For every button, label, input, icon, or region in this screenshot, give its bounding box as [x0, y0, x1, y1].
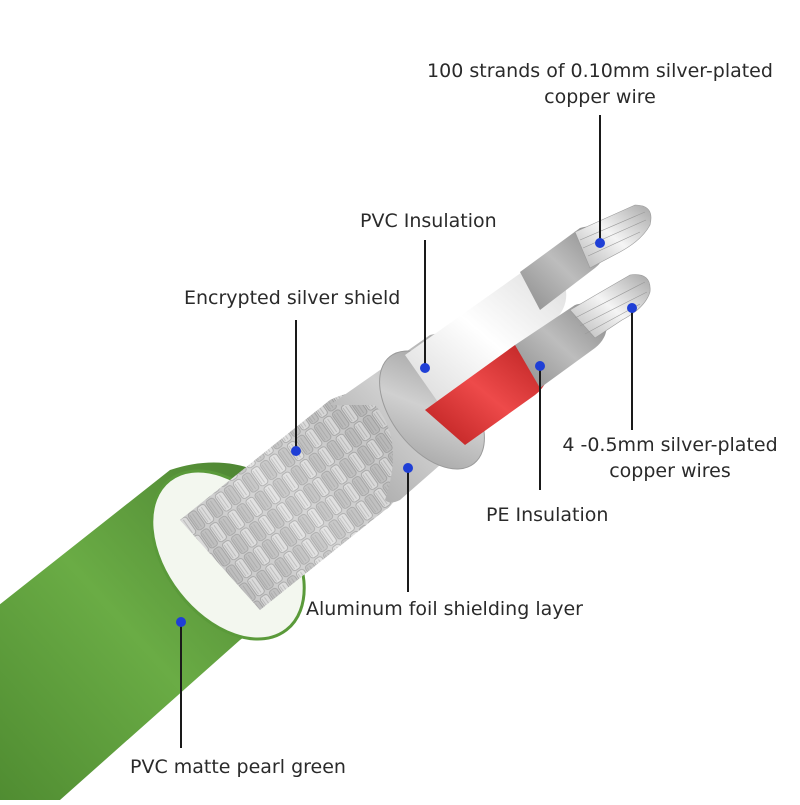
label-pvc-insulation: PVC Insulation: [360, 210, 497, 232]
label-pe-insulation: PE Insulation: [486, 504, 609, 526]
pointer-dots: [176, 238, 637, 627]
pointer-dot-pe: [535, 361, 545, 371]
pointer-lines: [180, 115, 633, 748]
label-conductor-strands-line2: copper wire: [544, 86, 656, 108]
label-signal-wires-line2: copper wires: [609, 460, 731, 482]
pvc-core: [405, 204, 652, 405]
label-conductor-strands-line1: 100 strands of 0.10mm silver-plated: [427, 60, 773, 82]
pointer-dot-strands: [595, 238, 605, 248]
pointer-dot-wires: [627, 303, 637, 313]
pointer-dot-pvc: [420, 363, 430, 373]
pointer-dot-shield: [291, 446, 301, 456]
pointer-dot-jacket: [176, 617, 186, 627]
label-conductor-strands: 100 strands of 0.10mm silver-plated copp…: [405, 58, 795, 110]
pointer-dot-foil: [403, 463, 413, 473]
label-foil-layer: Aluminum foil shielding layer: [306, 598, 583, 620]
label-outer-jacket: PVC matte pearl green: [130, 756, 346, 778]
label-signal-wires-line1: 4 -0.5mm silver-plated: [562, 434, 778, 456]
braided-shield: [180, 392, 403, 610]
label-silver-shield: Encrypted silver shield: [184, 287, 401, 309]
label-signal-wires: 4 -0.5mm silver-plated copper wires: [545, 432, 795, 484]
